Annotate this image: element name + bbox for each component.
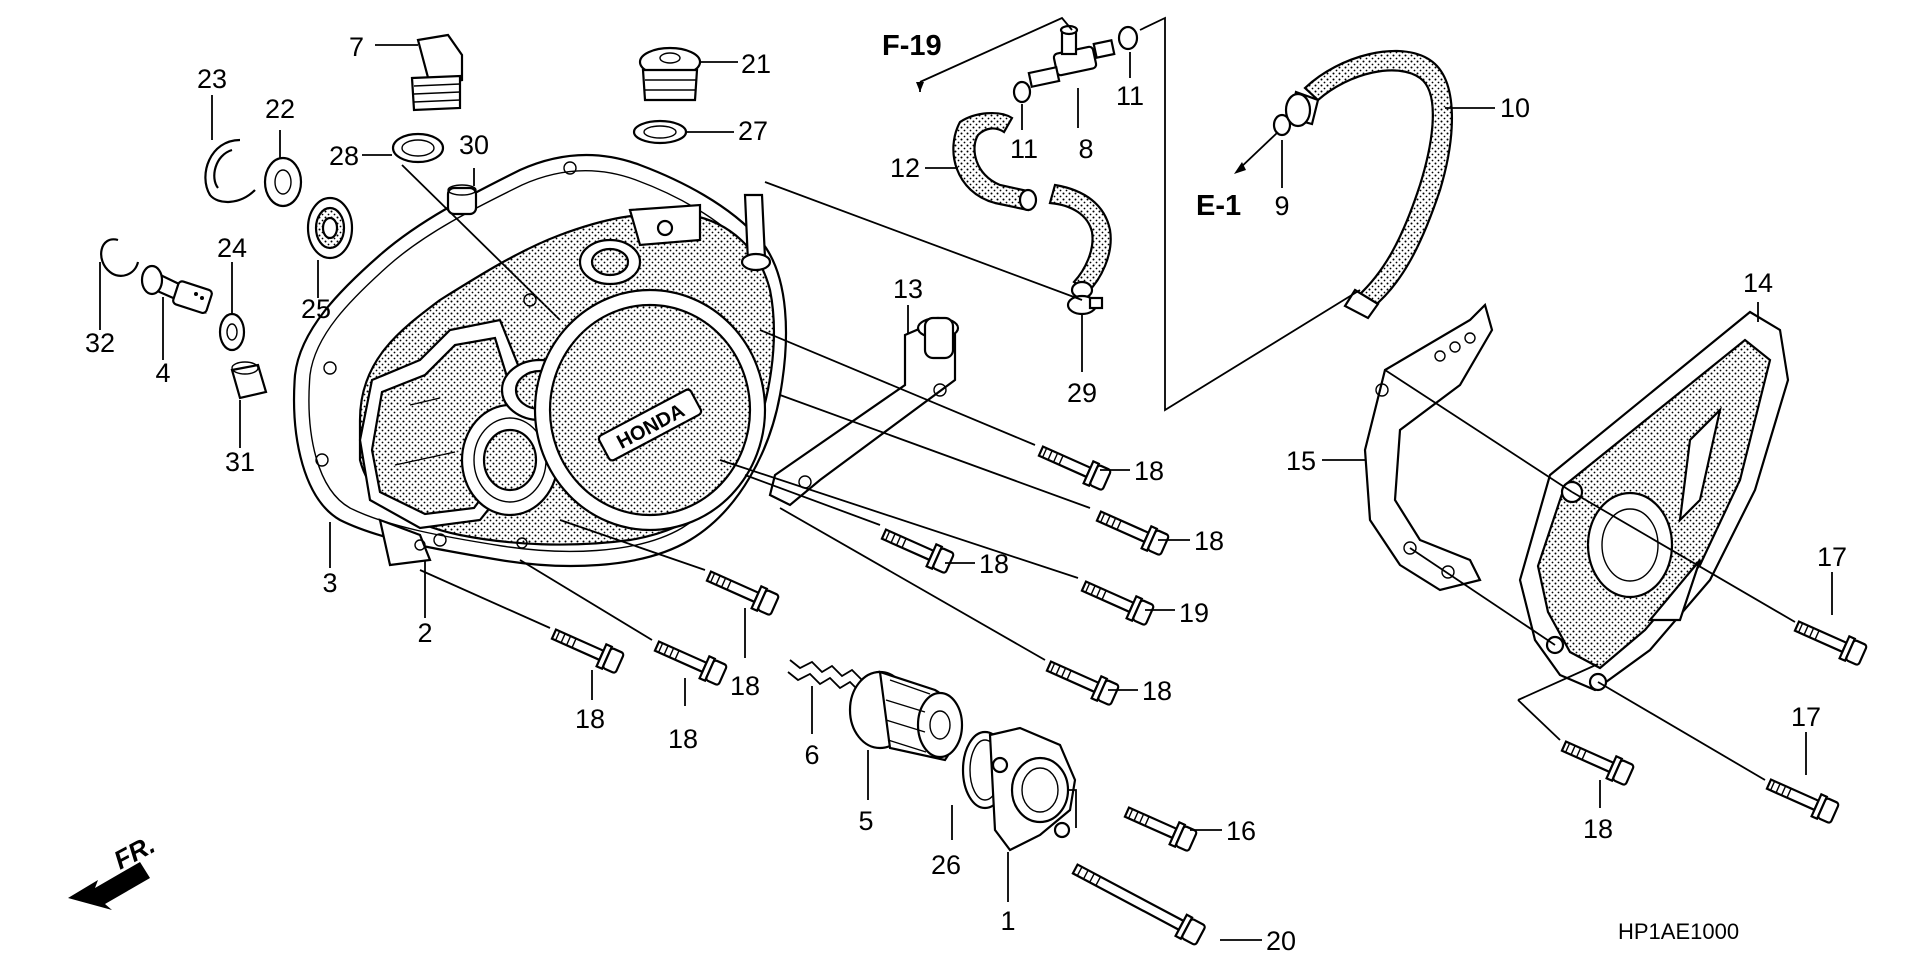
diagram-code: HP1AE1000: [1618, 919, 1739, 944]
label-20: 20: [1266, 926, 1296, 956]
label-24: 24: [217, 233, 247, 263]
bolt-18-b: [1092, 504, 1171, 558]
bolt-18-a: [1034, 439, 1113, 493]
label-8: 8: [1078, 134, 1093, 164]
label-28: 28: [329, 141, 359, 171]
label-18-e: 18: [730, 671, 760, 701]
label-18-b: 18: [1194, 526, 1224, 556]
label-29: 29: [1067, 378, 1097, 408]
label-18-f: 18: [575, 704, 605, 734]
bolts: [547, 439, 1869, 946]
label-32: 32: [85, 328, 115, 358]
part-labels: 7 28 30 23 22 24 25 32 4 31 21 27 3 2 F-…: [85, 30, 1847, 956]
ref-e1: E-1: [1196, 190, 1241, 222]
label-21: 21: [741, 49, 771, 79]
label-19: 19: [1179, 598, 1209, 628]
label-14: 14: [1743, 268, 1773, 298]
bolt-18-h: [650, 634, 729, 688]
label-17-b: 17: [1791, 702, 1821, 732]
crankcase-cover: HONDA: [293, 153, 788, 568]
label-26: 26: [931, 850, 961, 880]
bracket-13: [768, 316, 960, 507]
label-9: 9: [1274, 191, 1289, 221]
small-parts: [100, 33, 702, 400]
bolt-17-b: [1762, 772, 1841, 826]
label-30: 30: [459, 130, 489, 160]
leader-lines: [99, 16, 1833, 941]
bolt-18-f: [702, 564, 781, 618]
label-18-c: 18: [979, 549, 1009, 579]
label-15: 15: [1286, 446, 1316, 476]
bolt-18-c: [877, 522, 956, 576]
front-label: FR.: [109, 829, 160, 875]
label-11-right: 11: [1116, 81, 1144, 111]
bolt-20: [1071, 863, 1206, 946]
right-covers: [1363, 302, 1790, 692]
bolt-18-e: [1042, 654, 1121, 708]
bolt-18-g: [547, 622, 626, 676]
label-18-h: 18: [1583, 814, 1613, 844]
bolt-18-d: [1077, 574, 1156, 628]
label-18-a: 18: [1134, 456, 1164, 486]
label-22: 22: [265, 94, 295, 124]
label-23: 23: [197, 64, 227, 94]
label-11-left: 11: [1010, 134, 1038, 164]
label-17-a: 17: [1817, 542, 1847, 572]
label-16: 16: [1226, 816, 1256, 846]
hoses: [952, 24, 1454, 320]
label-10: 10: [1500, 93, 1530, 123]
label-3: 3: [322, 568, 337, 598]
label-18-d: 18: [1142, 676, 1172, 706]
label-4: 4: [155, 358, 170, 388]
reference-arrows: [916, 82, 1246, 174]
filter-parts: [787, 659, 1077, 852]
label-31: 31: [225, 447, 255, 477]
bolt-17-a: [1790, 614, 1869, 668]
label-5: 5: [858, 806, 873, 836]
bolt-18-i: [1557, 734, 1636, 788]
ref-f19: F-19: [882, 30, 942, 62]
label-27: 27: [738, 116, 768, 146]
label-6: 6: [804, 740, 819, 770]
bolt-16: [1120, 800, 1199, 854]
front-arrow: FR.: [68, 829, 160, 910]
label-1: 1: [1000, 906, 1015, 936]
label-2: 2: [417, 618, 432, 648]
label-7: 7: [349, 32, 364, 62]
label-13: 13: [893, 274, 923, 304]
label-25: 25: [301, 294, 331, 324]
label-12: 12: [890, 153, 920, 183]
label-18-g: 18: [668, 724, 698, 754]
